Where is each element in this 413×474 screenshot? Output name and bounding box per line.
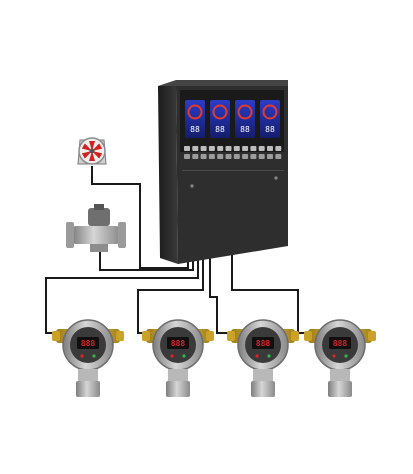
power-led [267,354,271,358]
channel-reading: 88 [190,125,200,134]
controller-key[interactable] [258,154,265,159]
controller-key[interactable] [184,146,190,151]
controller-key[interactable] [217,154,224,159]
alarm-led [255,354,259,358]
alarm-led [80,354,84,358]
sensor-head [328,381,352,397]
wire-detector-4 [231,254,310,334]
detector-reading: 888 [256,339,271,348]
channel-screen: 88 [210,100,230,138]
detector-display [252,337,274,349]
controller-key[interactable] [192,154,199,159]
wire-detector-2 [137,258,204,334]
channel-reading: 88 [240,125,250,134]
channel-screen: 88 [260,100,280,138]
wire-detector-3 [209,258,232,334]
gas-detector: 888 [52,319,124,397]
controller-key[interactable] [275,154,282,159]
power-led [182,354,186,358]
controller-key[interactable] [267,146,273,151]
power-led [344,354,348,358]
alarm-led [332,354,336,358]
detector-reading: 888 [171,339,186,348]
controller-key[interactable] [217,146,224,151]
controller-key[interactable] [250,146,257,151]
controller-key[interactable] [200,146,207,151]
gas-detector: 888 [227,319,299,397]
gas-detector: 888 [304,319,376,397]
wiring [45,166,310,334]
channel-reading: 88 [265,125,275,134]
controller-key[interactable] [267,154,273,159]
channel-screen: 88 [235,100,255,138]
controller-key[interactable] [208,146,215,151]
controller-key[interactable] [225,154,232,159]
alarm-led [170,354,174,358]
controller-cabinet: 88 88 88 88 [158,80,288,264]
controller-key[interactable] [200,154,207,159]
controller-key[interactable] [242,154,249,159]
controller-key[interactable] [242,146,249,151]
power-led [92,354,96,358]
sensor-head [76,381,100,397]
wire-fan [91,166,189,269]
gas-detector: 888 [142,319,214,397]
sensor-head [251,381,275,397]
detector-display [329,337,351,349]
controller-key[interactable] [233,146,240,151]
detector-display [167,337,189,349]
controller-key[interactable] [275,146,282,151]
controller-key[interactable] [258,146,265,151]
detector-reading: 888 [81,339,96,348]
controller-key[interactable] [184,154,190,159]
sensor-head [166,381,190,397]
solenoid-valve-icon [66,204,126,252]
channel-reading: 88 [215,125,225,134]
detector-display [77,337,99,349]
controller-key[interactable] [250,154,257,159]
exhaust-fan-icon [77,137,107,165]
controller-key[interactable] [225,146,232,151]
detector-reading: 888 [333,339,348,348]
wire-valve [99,242,194,271]
controller-key[interactable] [208,154,215,159]
channel-screen: 88 [185,100,205,138]
controller-key[interactable] [192,146,199,151]
controller-key[interactable] [233,154,240,159]
wire-detector-1 [45,258,199,334]
